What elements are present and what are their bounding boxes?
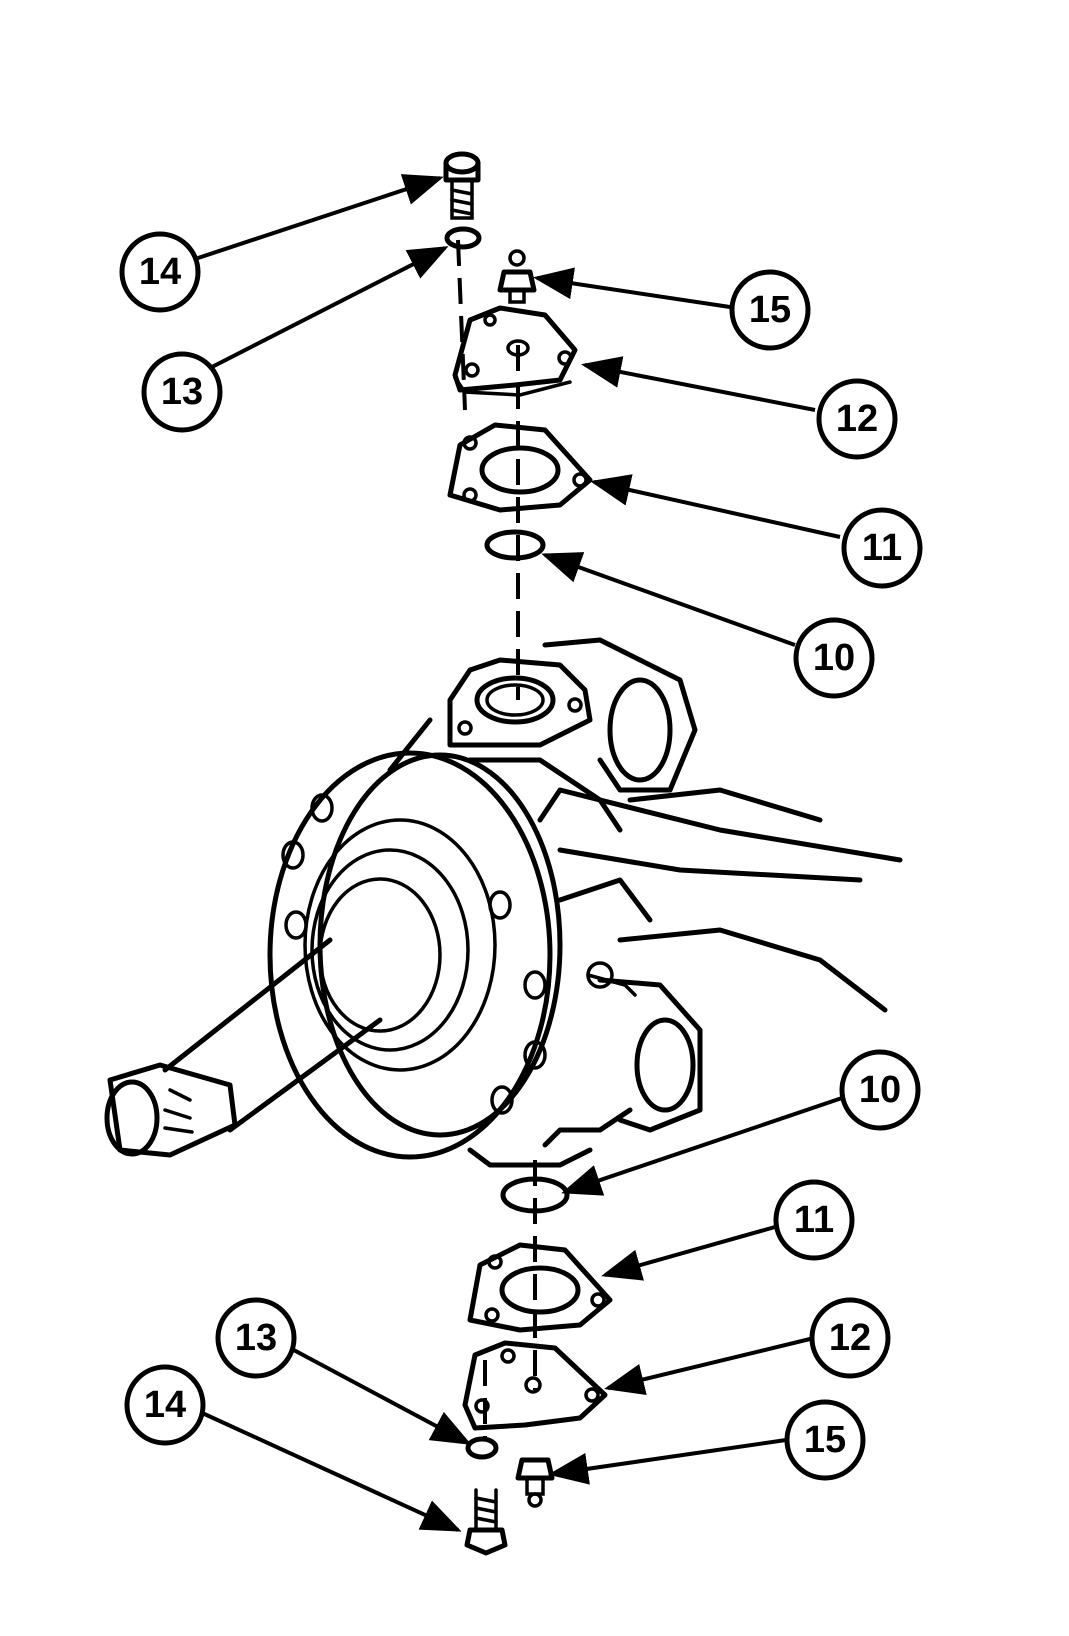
callout-13-bottom: 13 [215, 1297, 297, 1379]
svg-text:13: 13 [161, 371, 203, 413]
callout-10-bottom: 10 [839, 1049, 921, 1131]
svg-text:11: 11 [862, 527, 902, 569]
svg-text:10: 10 [813, 637, 855, 679]
svg-text:15: 15 [749, 289, 791, 331]
svg-text:15: 15 [804, 1419, 846, 1461]
svg-text:14: 14 [139, 251, 181, 293]
callout-15-bottom: 15 [784, 1399, 866, 1481]
callout-11-bottom: 11 [773, 1179, 855, 1261]
lockwasher-top-illustration [444, 226, 482, 250]
callout-15-top: 15 [729, 269, 811, 351]
svg-text:12: 12 [836, 398, 878, 440]
callouts: 14 13 15 12 11 10 10 11 [119, 231, 923, 1481]
svg-text:12: 12 [829, 1317, 871, 1359]
oring-top-illustration [484, 529, 546, 561]
lube-fitting-top-illustration [497, 249, 537, 304]
callout-12-top: 12 [816, 378, 898, 460]
lube-fitting-bottom-illustration [515, 1457, 555, 1508]
callout-14-bottom: 14 [124, 1364, 206, 1446]
callout-12-bottom: 12 [809, 1297, 891, 1379]
capscrew-top-illustration [443, 151, 481, 220]
svg-text:10: 10 [859, 1069, 901, 1111]
callout-10-top: 10 [793, 617, 875, 699]
gasket-top-illustration [447, 422, 593, 513]
lockwasher-bottom-illustration [465, 1436, 499, 1460]
leader-lines [197, 174, 843, 1532]
callout-14-top: 14 [119, 231, 201, 313]
cap-top-illustration [452, 305, 578, 397]
capscrew-bottom-illustration [464, 1488, 508, 1556]
gasket-bottom-illustration [467, 1242, 613, 1333]
svg-text:14: 14 [144, 1384, 186, 1426]
upper-hardware [443, 151, 593, 561]
svg-text:11: 11 [794, 1199, 834, 1241]
steering-knuckle-illustration [104, 637, 903, 1168]
callout-11-top: 11 [841, 507, 923, 589]
svg-text:13: 13 [235, 1317, 277, 1359]
callout-13-top: 13 [141, 351, 223, 433]
